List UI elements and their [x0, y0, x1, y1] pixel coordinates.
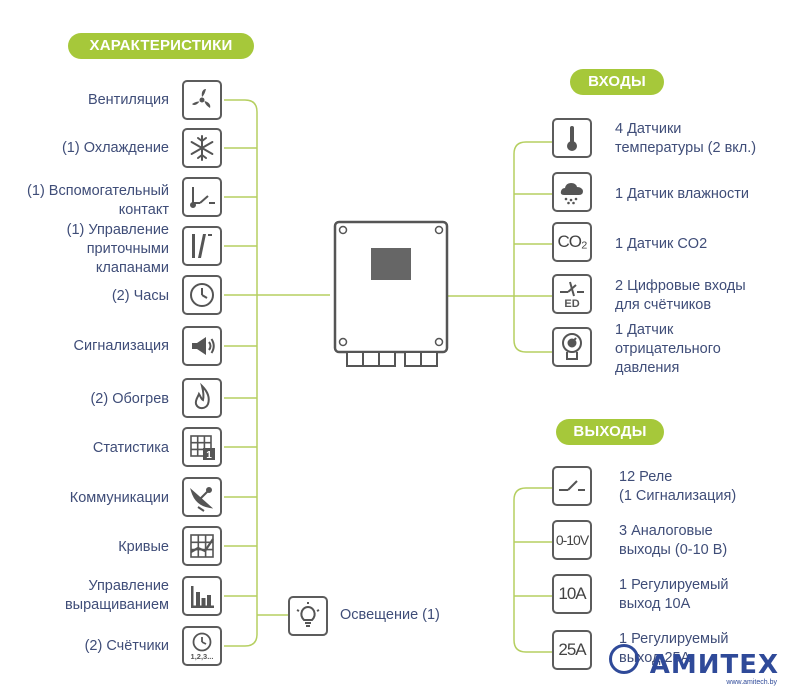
input-label-humidity: 1 Датчик влажности [615, 186, 749, 202]
alarm-horn-icon [182, 326, 222, 366]
counter-icon-text: 1,2,3... [191, 652, 214, 661]
header-outputs: ВЫХОДЫ [556, 419, 664, 445]
thermometer-icon [552, 118, 592, 158]
controller-box [333, 220, 449, 367]
relay-switch-icon [552, 466, 592, 506]
char-label-counters: (2) Счётчики [84, 638, 169, 654]
lighting-label: Освещение (1) [340, 607, 440, 623]
counter-clock-icon: 1,2,3... [182, 626, 222, 666]
char-label-curves: Кривые [118, 539, 169, 555]
char-label-ventilation: Вентиляция [87, 92, 169, 108]
char-label-cooling: (1) Охлаждение [61, 140, 169, 156]
char-label-alarm: Сигнализация [73, 338, 169, 354]
clock-icon [182, 275, 222, 315]
output-label-relays: 12 Реле (1 Сигнализация) [619, 469, 737, 504]
header-characteristics: ХАРАКТЕРИСТИКИ [68, 33, 254, 59]
bar-chart-icon [182, 576, 222, 616]
output-25a-icon-text: 25A [558, 640, 586, 659]
char-label-communications: Коммуникации [69, 490, 169, 506]
light-bulb-icon [288, 596, 328, 636]
brand-logo-icon [609, 644, 639, 674]
char-label-inlet-control: (1) Управление приточными клапанами [66, 222, 169, 276]
statistics-grid-icon: 1 [182, 427, 222, 467]
watermark-site: www.amitech.by [726, 679, 777, 686]
output-10a-icon: 10A [552, 574, 592, 614]
char-label-clock: (2) Часы [111, 288, 169, 304]
air-inlet-flap-icon [182, 226, 222, 266]
svg-text:1: 1 [206, 450, 212, 461]
curves-chart-icon [182, 526, 222, 566]
output-label-analog: 3 Аналоговые выходы (0-10 В) [619, 523, 728, 558]
char-label-heating: (2) Обогрев [90, 391, 169, 407]
digital-input-icon-text: ED [564, 298, 579, 310]
char-label-growth-control: Управление выращиванием [64, 578, 169, 613]
output-label-10a: 1 Регулируемый выход 10А [619, 577, 729, 612]
input-label-pressure: 1 Датчик отрицательного давления [615, 322, 721, 376]
satellite-dish-icon [182, 477, 222, 517]
output-10a-icon-text: 10A [558, 584, 586, 603]
input-label-temperature: 4 Датчики температуры (2 вкл.) [615, 121, 757, 156]
pressure-gauge-icon [552, 327, 592, 367]
contact-switch-icon [182, 177, 222, 217]
input-label-co2: 1 Датчик CO2 [615, 236, 708, 252]
co2-icon-text: CO₂ [557, 232, 587, 251]
flame-icon [182, 378, 222, 418]
analog-icon-text: 0-10V [555, 532, 589, 548]
char-label-statistics: Статистика [92, 440, 169, 456]
co2-icon: CO₂ [552, 222, 592, 262]
analog-0-10v-icon: 0-10V [552, 520, 592, 560]
humidity-cloud-icon [552, 172, 592, 212]
fan-icon [182, 80, 222, 120]
snowflake-icon [182, 128, 222, 168]
digital-input-icon: ED [552, 274, 592, 314]
output-25a-icon: 25A [552, 630, 592, 670]
input-label-digital: 2 Цифровые входы для счётчиков [615, 278, 746, 313]
header-inputs: ВХОДЫ [570, 69, 664, 95]
char-label-aux-contact: (1) Вспомогательный контакт [27, 183, 169, 218]
watermark-brand: АМИТЕХ [649, 650, 779, 680]
